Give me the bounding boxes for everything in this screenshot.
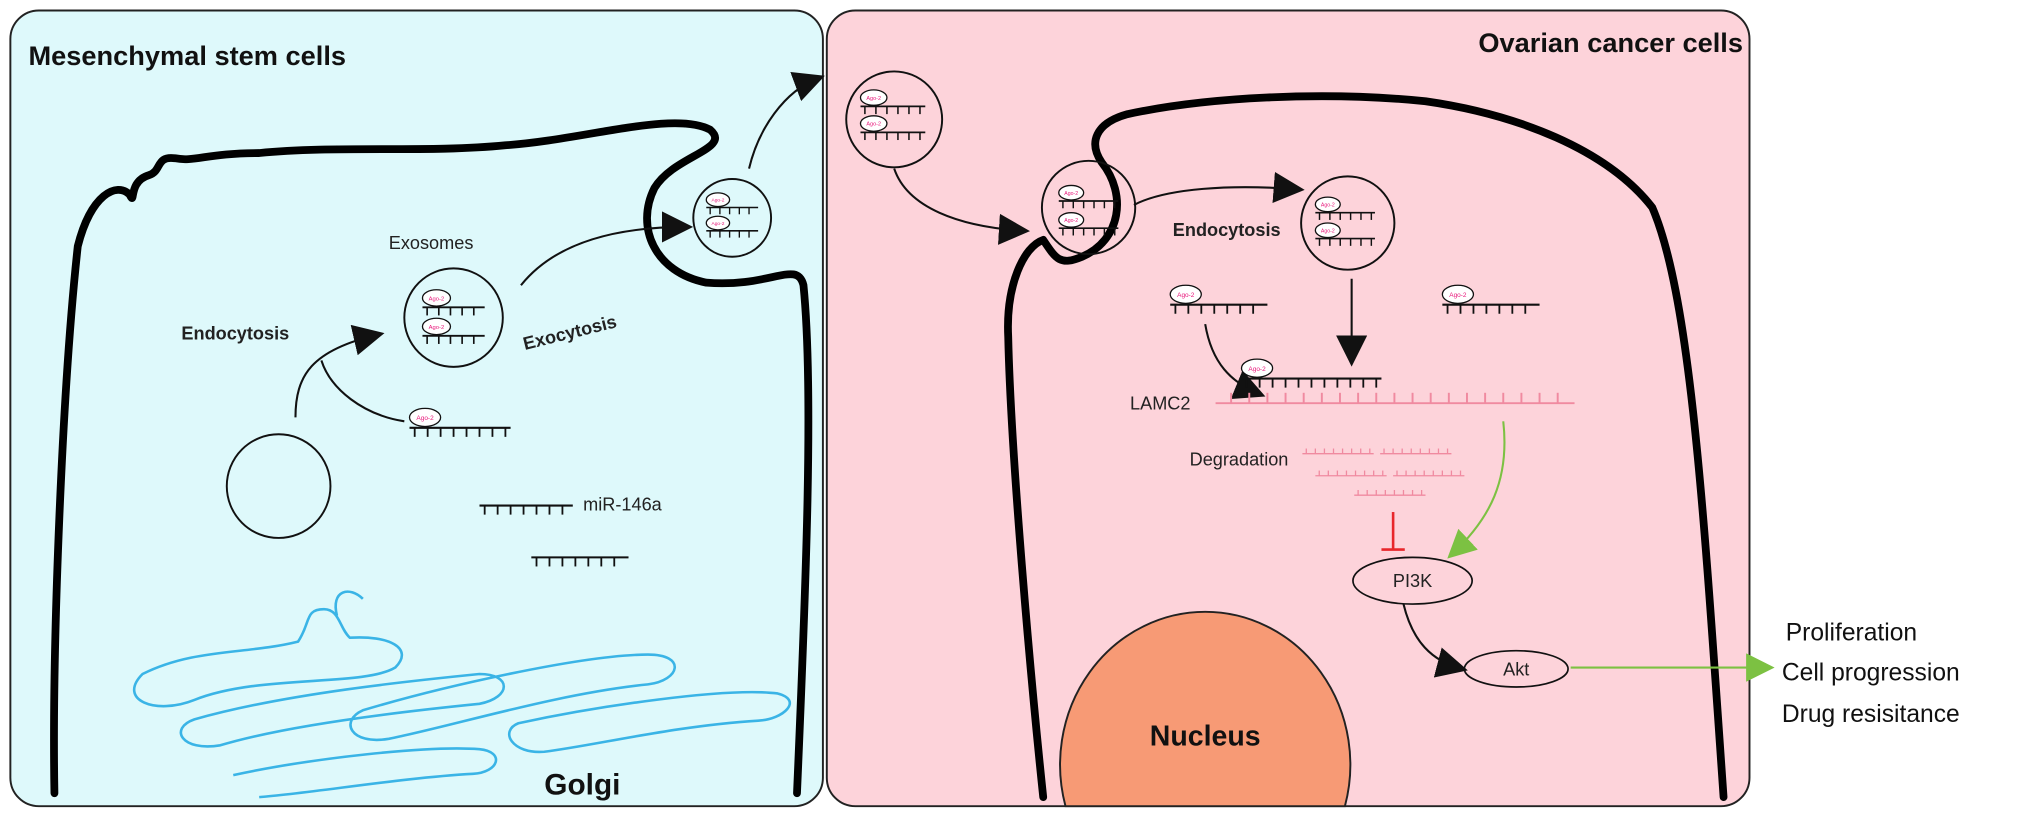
exosomes-label: Exosomes	[389, 233, 474, 253]
msc-title: Mesenchymal stem cells	[29, 40, 347, 71]
exosome-vesicle	[403, 267, 504, 368]
ago2-protein	[1058, 184, 1085, 201]
mirna-label: miR-146a	[583, 495, 662, 515]
msc-membrane	[50, 119, 813, 798]
ago2-protein	[1314, 222, 1341, 239]
ago2-protein	[421, 289, 452, 307]
pi3k-label: PI3K	[1393, 571, 1432, 591]
ago2-protein	[1169, 284, 1202, 305]
ago2-label: Ago-2	[1064, 218, 1078, 224]
ago2-label: Ago-2	[1449, 292, 1467, 299]
ago2-mirna-complex: Ago-2	[859, 115, 926, 141]
pi3k-node	[1352, 556, 1474, 605]
msc-panel	[9, 9, 824, 808]
ago2-protein	[1240, 358, 1274, 378]
endocytosis-label-right: Endocytosis	[1173, 220, 1281, 240]
ago2-mirna-complex: Ago-2	[1314, 222, 1375, 246]
degradation-label: Degradation	[1190, 449, 1289, 469]
ago2-mirna-complex: Ago-2	[421, 289, 485, 316]
internalizing-vesicle	[1040, 159, 1137, 256]
release-arrow	[748, 71, 825, 169]
ago2-protein	[421, 317, 452, 336]
ago2-label: Ago-2	[1177, 292, 1195, 299]
ago2-label: Ago-2	[429, 325, 445, 331]
ago2-mirna-complex: Ago-2	[705, 215, 759, 238]
degradation-fragments	[1302, 448, 1465, 496]
outcome-drug-resistance: Drug resisitance	[1782, 701, 1960, 728]
ago2-mirna-complex: Ago-2	[1441, 284, 1540, 314]
activation-arrow-pi3k	[1447, 421, 1506, 559]
ago2-label: Ago-2	[1064, 191, 1078, 197]
exocytosis-arrow	[520, 211, 694, 286]
ago2-mirna-complex: Ago-2	[1169, 284, 1268, 314]
outcome-proliferation: Proliferation	[1786, 619, 1917, 646]
nucleus-label: Nucleus	[1150, 720, 1261, 752]
ago2-mirna-complex: Ago-2	[705, 192, 759, 215]
ago2-label: Ago-2	[416, 415, 434, 422]
ago2-protein	[705, 215, 731, 231]
binding-arrow	[1204, 323, 1266, 400]
ago2-protein	[1441, 284, 1475, 305]
uptake-arrow	[893, 168, 1030, 245]
ago2-mirna-complex: Ago-2	[1314, 196, 1375, 220]
mirna-group: Ago-2Ago-2Ago-2Ago-2Ago-2Ago-2Ago-2Ago-2…	[408, 89, 1540, 567]
ago2-protein	[1058, 212, 1085, 228]
ago2-mirna-complex: Ago-2	[408, 407, 511, 437]
ago2-mirna-complex: Ago-2	[859, 89, 926, 115]
lamc2-label: LAMC2	[1130, 394, 1190, 414]
ago2-mirna-complex: Ago-2	[1058, 212, 1119, 236]
pi3k-akt-arrow	[1402, 603, 1468, 678]
ago2-protein	[859, 89, 888, 106]
ago2-label: Ago-2	[1248, 366, 1266, 373]
lamc2-mrna	[1215, 392, 1575, 405]
ago2-protein	[859, 115, 888, 132]
endocytosis-arrow-right	[1133, 171, 1305, 206]
ago2-mirna-complex: Ago-2	[421, 317, 485, 344]
ovarian-title: Ovarian cancer cells	[1478, 27, 1743, 58]
ago2-label: Ago-2	[1321, 228, 1335, 234]
ago2-label: Ago-2	[866, 122, 881, 128]
ago2-protein	[1314, 196, 1341, 213]
ago2-label: Ago-2	[1321, 202, 1335, 208]
ago2-mirna-complex: Ago-2	[1240, 358, 1382, 388]
ago2-label: Ago-2	[711, 221, 724, 227]
inhibition-mark	[1381, 512, 1405, 551]
recycle-arrow	[320, 360, 405, 423]
nucleus	[1059, 610, 1352, 808]
mirna-strand	[531, 556, 629, 567]
ago2-mirna-complex: Ago-2	[1058, 184, 1119, 209]
endocytosis-label-left: Endocytosis	[181, 324, 289, 344]
golgi-label: Golgi	[544, 769, 620, 802]
ago2-protein	[408, 407, 442, 428]
endocytosis-arrow-left	[294, 324, 385, 418]
golgi	[133, 590, 792, 799]
ago2-label: Ago-2	[866, 96, 881, 102]
ovarian-membrane	[1004, 92, 1728, 802]
intracellular-exosome	[1300, 175, 1396, 271]
mirna-strand	[479, 504, 573, 515]
outcome-cell-progression: Cell progression	[1782, 659, 1960, 686]
ago2-label: Ago-2	[711, 198, 724, 204]
ago2-protein	[705, 192, 731, 208]
akt-node	[1463, 649, 1569, 688]
extracellular-exosome	[845, 70, 944, 169]
ago2-label: Ago-2	[429, 296, 445, 302]
akt-label: Akt	[1503, 659, 1529, 679]
budding-vesicle	[692, 178, 773, 258]
empty-endosome	[225, 433, 332, 539]
